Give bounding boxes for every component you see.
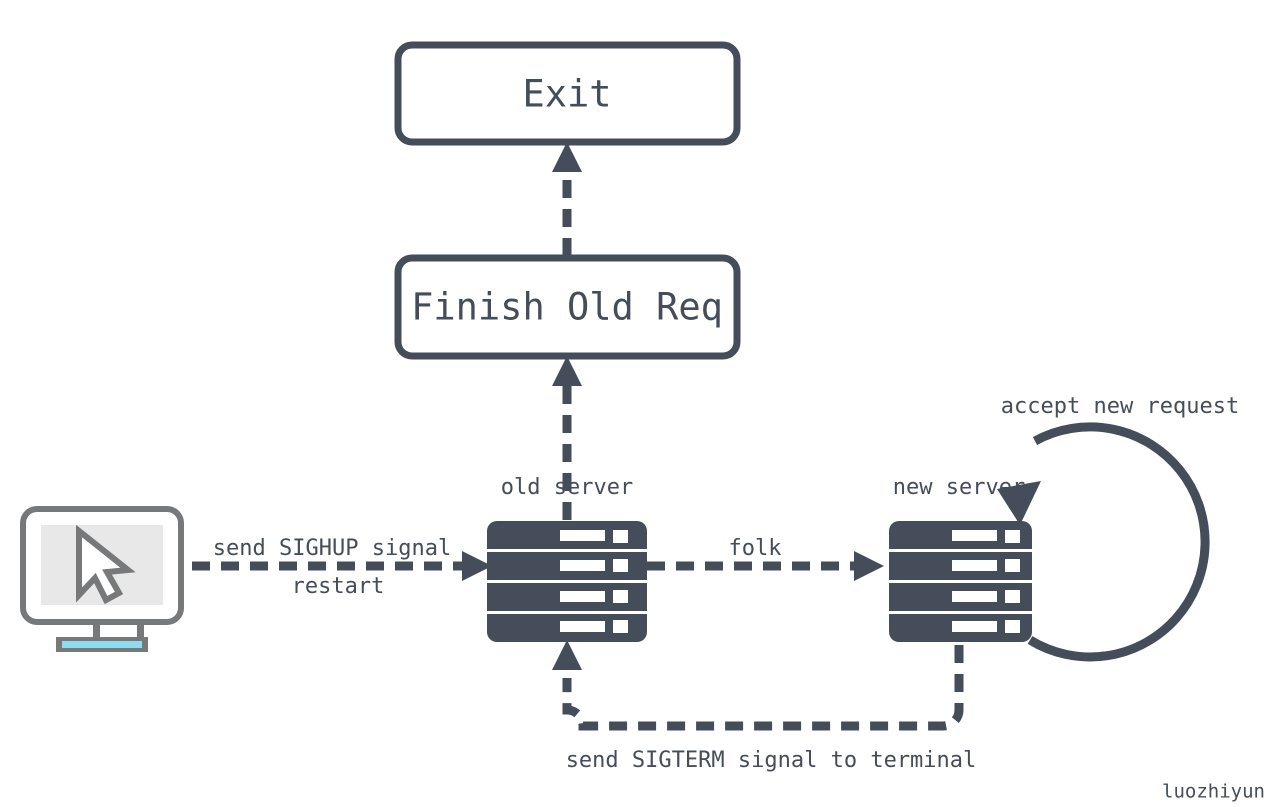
old-server-led-square-3 — [613, 590, 628, 603]
edge-finish-to-exit-arrowhead — [552, 142, 582, 172]
edge-new-to-old-server: send SIGTERM signal to terminal — [552, 640, 976, 773]
edge-client-to-old-server-label-above: send SIGHUP signal — [213, 536, 451, 561]
edge-old-to-new-server-arrowhead — [854, 551, 884, 581]
new-server-led-square-2 — [1005, 559, 1020, 572]
edge-new-server-loop-label: accept new request — [1001, 394, 1239, 419]
edge-client-to-old-server: send SIGHUP signal restart — [192, 536, 492, 599]
old-server-led-bar-4 — [560, 621, 605, 632]
node-client-monitor[interactable] — [20, 506, 184, 652]
new-server-led-bar-1 — [952, 530, 997, 541]
new-server-led-square-1 — [1005, 530, 1020, 543]
edge-old-server-to-finish-arrowhead — [552, 356, 582, 386]
monitor-neck-left — [93, 622, 100, 639]
edge-new-server-loop-arrowhead — [997, 481, 1041, 525]
old-server-led-square-1 — [613, 530, 628, 543]
node-finish-old-req-box-label: Finish Old Req — [411, 286, 723, 329]
old-server-led-square-2 — [613, 559, 628, 572]
node-new-server[interactable]: new server — [889, 475, 1032, 642]
cursor-arrow-icon — [76, 524, 136, 605]
new-server-led-square-4 — [1005, 620, 1020, 633]
edge-new-to-old-server-label: send SIGTERM signal to terminal — [566, 748, 977, 773]
node-old-server[interactable]: old server — [487, 475, 647, 642]
monitor-base-fill-shape — [62, 641, 142, 648]
node-old-server-caption: old server — [501, 475, 633, 500]
watermark-label: luozhiyun — [1162, 781, 1265, 803]
edge-finish-to-exit — [552, 142, 582, 256]
edge-new-server-loop: accept new request — [997, 394, 1239, 662]
old-server-led-bar-1 — [560, 530, 605, 541]
old-server-led-bar-3 — [560, 591, 605, 602]
new-server-rack-icon[interactable] — [889, 521, 1032, 642]
node-exit-box[interactable]: Exit — [394, 41, 741, 146]
edge-new-server-loop-arc — [1027, 422, 1210, 662]
edge-old-to-new-server: folk — [647, 536, 884, 581]
monitor-neck-right — [137, 622, 144, 639]
new-server-led-square-3 — [1005, 590, 1020, 603]
node-exit-box-shape[interactable] — [394, 41, 741, 146]
edge-new-to-old-server-path — [562, 645, 964, 731]
old-server-led-square-4 — [613, 620, 628, 633]
edge-old-server-to-finish — [552, 356, 582, 520]
edge-new-to-old-server-arrowhead — [552, 640, 582, 670]
new-server-led-bar-3 — [952, 591, 997, 602]
old-server-led-bar-2 — [560, 560, 605, 571]
node-finish-old-req-box[interactable]: Finish Old Req — [394, 254, 741, 360]
new-server-led-bar-4 — [952, 621, 997, 632]
node-exit-box-label: Exit — [522, 73, 611, 116]
edge-old-to-new-server-label: folk — [729, 536, 782, 561]
old-server-rack-icon[interactable] — [487, 521, 647, 642]
new-server-led-bar-2 — [952, 560, 997, 571]
edge-client-to-old-server-label-below: restart — [292, 574, 385, 599]
edge-client-to-old-server-arrowhead — [462, 551, 492, 581]
node-finish-old-req-box-shape[interactable] — [394, 254, 741, 360]
